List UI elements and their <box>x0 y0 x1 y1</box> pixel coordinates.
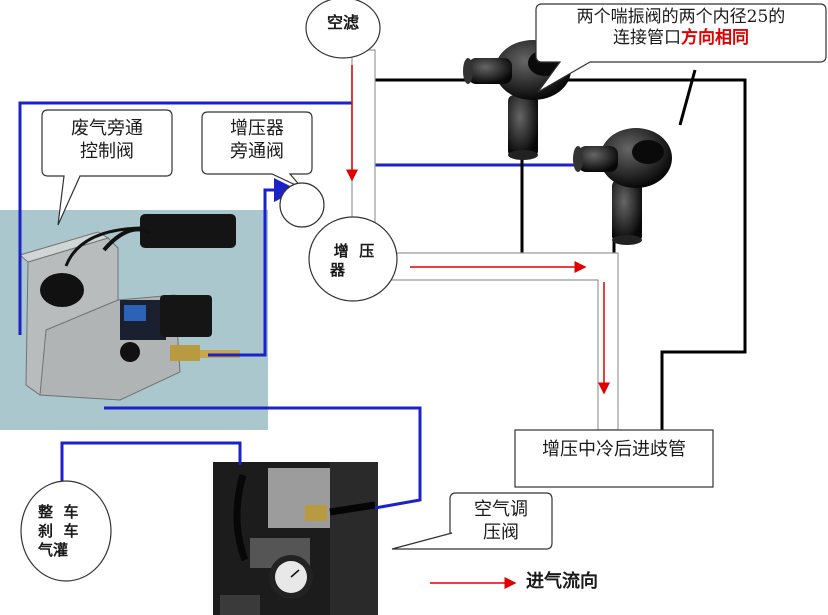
manifold-label: 增压中冷后进歧管 <box>542 439 686 460</box>
wastegate-label-line2: 控制阀 <box>80 140 134 162</box>
wastegate-valve-photo <box>0 210 268 430</box>
legend-label: 进气流向 <box>526 571 598 592</box>
regulator-label-line1: 空气调 <box>474 499 528 520</box>
blowoff-note-red-text: 方向相同 <box>681 28 749 49</box>
bypass-valve-label: 增压器 旁通阀 <box>204 118 310 163</box>
regulator-photo <box>213 462 378 615</box>
blue-pipe-lines <box>18 101 575 510</box>
air-filter-label: 空滤 <box>326 13 359 32</box>
blowoff-note: 两个喘振阀的两个内径25的 连接管口方向相同 <box>540 7 822 50</box>
brake-label-line2: 刹 车 <box>38 521 79 540</box>
wastegate-label-line1: 废气旁通 <box>71 118 143 139</box>
turbo-label-line1: 增 压 <box>333 242 375 260</box>
blow-off-valve-2 <box>573 128 672 245</box>
regulator-label-line2: 压阀 <box>483 521 519 543</box>
turbocharger-label: 增 压 器 <box>312 242 396 280</box>
brake-label-line3: 气灌 <box>38 540 69 559</box>
regulator-label: 空气调 压阀 <box>450 499 552 544</box>
blowoff-note-black-text: 连接管口 <box>613 28 681 49</box>
black-pipe-lines <box>375 69 747 430</box>
brake-tank-label: 整 车 刹 车 气灌 <box>30 503 106 559</box>
blowoff-note-line2: 连接管口方向相同 <box>540 28 822 49</box>
turbo-label-line2: 器 <box>330 260 346 279</box>
bypass-label-line2: 旁通阀 <box>230 140 284 162</box>
callout-shapes <box>20 0 827 582</box>
brake-label-line1: 整 车 <box>38 503 79 521</box>
bypass-label-line1: 增压器 <box>230 118 284 139</box>
wastegate-label: 废气旁通 控制阀 <box>46 118 168 163</box>
flow-arrows <box>346 65 610 589</box>
blowoff-note-line1: 两个喘振阀的两个内径25的 <box>576 7 786 27</box>
